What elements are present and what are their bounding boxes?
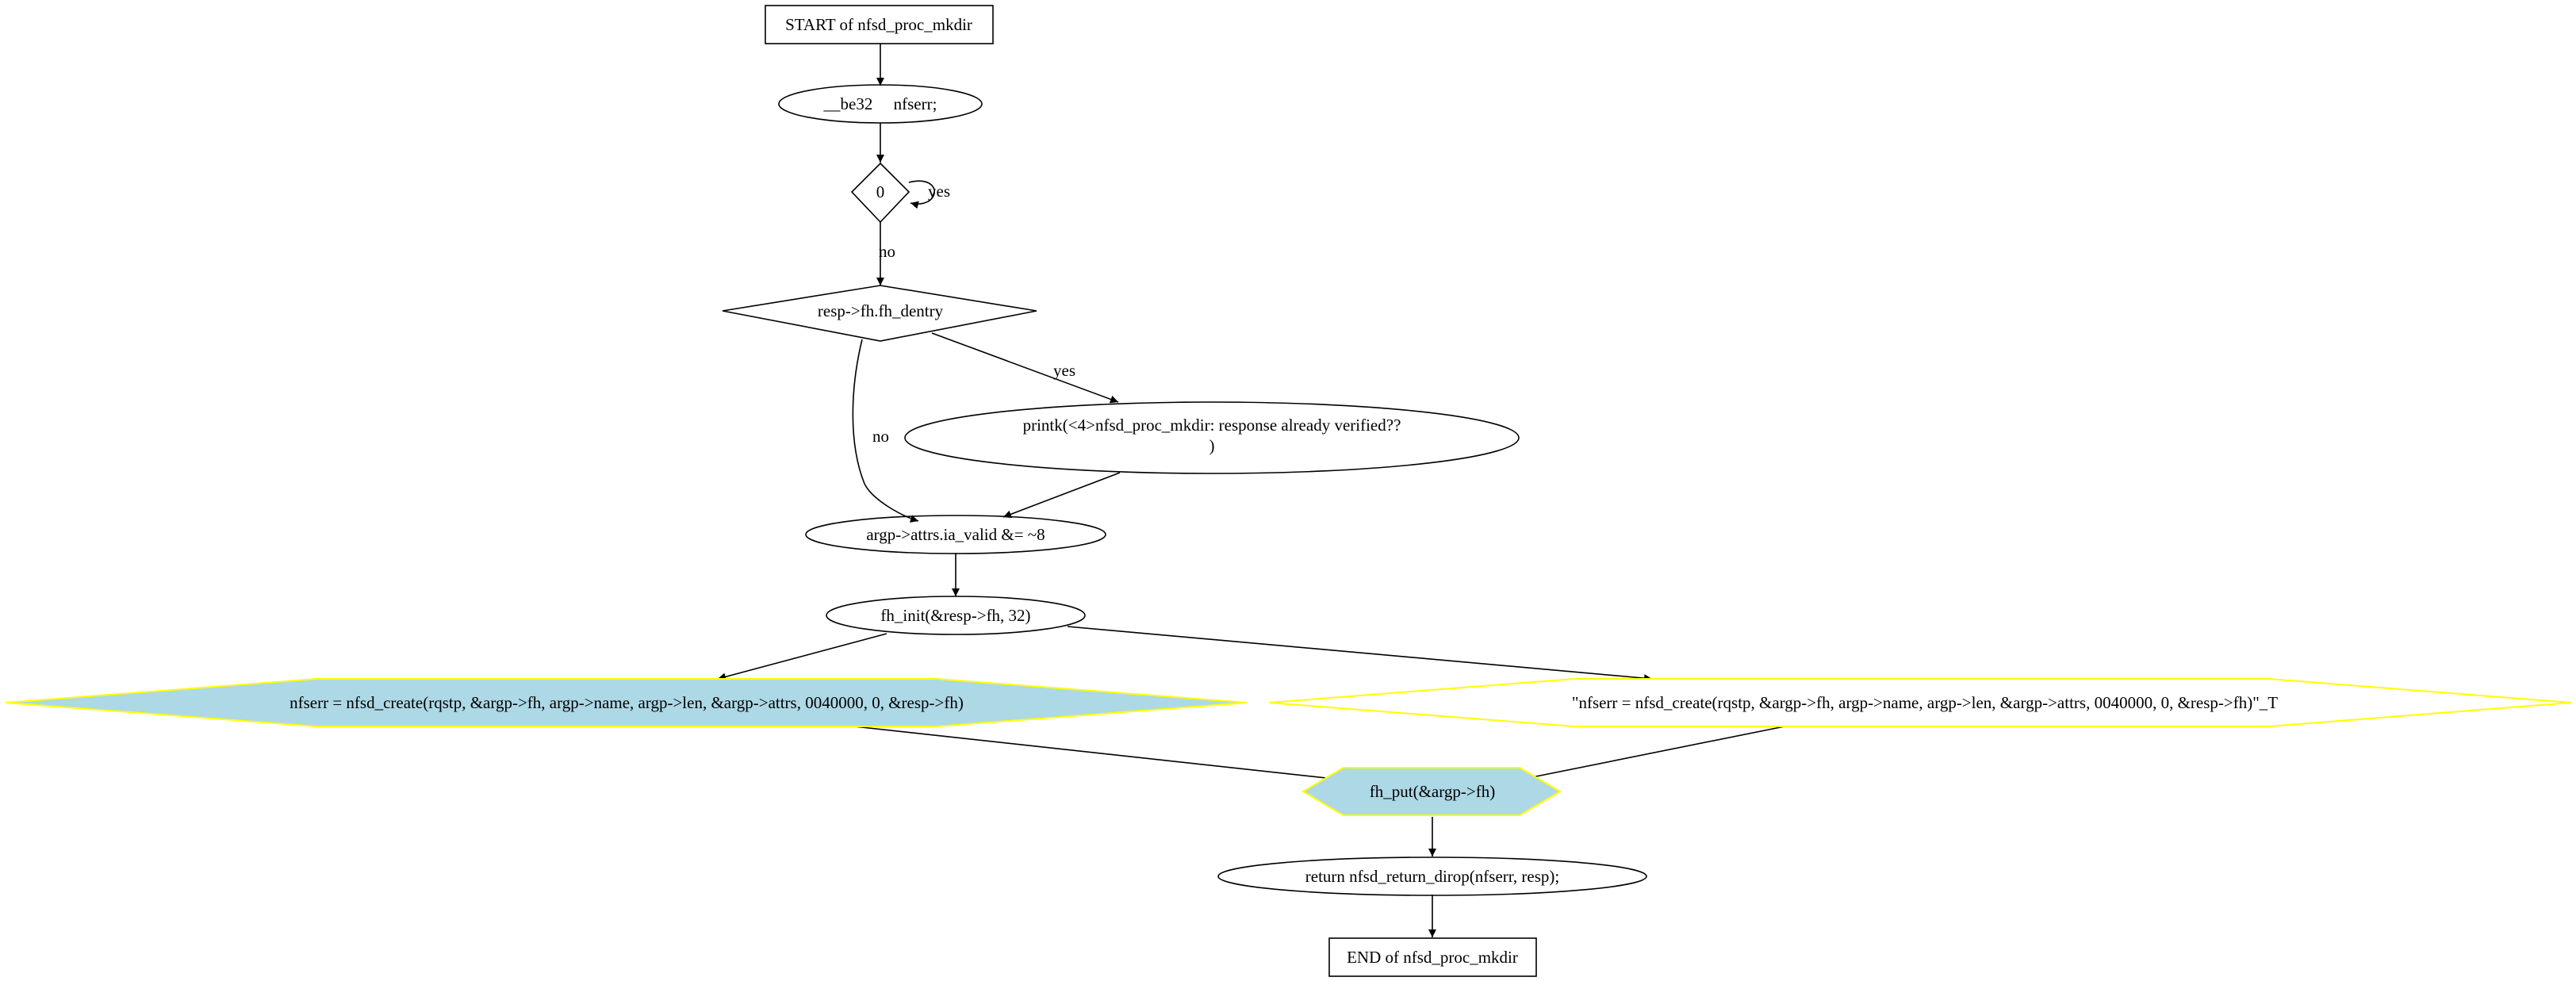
node-end-label: END of nfsd_proc_mkdir [1347,948,1518,967]
node-decl: __be32 nfserr; [778,84,983,124]
node-return-label: return nfsd_return_dirop(nfserr, resp); [1305,867,1559,886]
node-create-shape [5,678,1248,727]
edge-labels: yes no yes no [872,182,1075,446]
node-fh-put-shape [1301,767,1562,816]
node-cond-zero: 0 [850,162,910,224]
node-create-str: "nfserr = nfsd_create(rqstp, &argp->fh, … [1268,678,2572,727]
edge-fh-init-to-create [717,633,887,681]
node-create-str-shape [1268,678,2572,727]
node-decl-label: __be32 nfserr; [823,94,937,113]
edges [717,44,1789,937]
node-cond-dentry-label: resp->fh.fh_dentry [818,301,944,320]
edge-cond-dentry-to-printk [931,332,1119,404]
node-fh-put-label: fh_put(&argp->fh) [1370,782,1495,801]
node-return: return nfsd_return_dirop(nfserr, resp); [1217,856,1647,896]
edge-label-dentry-no: no [872,427,889,446]
node-cond-zero-label: 0 [876,182,885,201]
edge-label-zero-yes: yes [928,182,950,201]
node-attrs-label: argp->attrs.ia_valid &= ~8 [866,525,1045,544]
edge-create-str-to-fh-put [1516,725,1789,783]
node-fh-init: fh_init(&resp->fh, 32) [826,596,1086,635]
node-printk: printk(<4>nfsd_proc_mkdir: response alre… [904,401,1520,474]
node-fh-init-label: fh_init(&resp->fh, 32) [880,606,1030,625]
node-create: nfserr = nfsd_create(rqstp, &argp->fh, a… [5,678,1248,727]
node-printk-label-line2: ) [1209,436,1215,455]
node-start-label: START of nfsd_proc_mkdir [785,15,972,34]
node-printk-label-line1: printk(<4>nfsd_proc_mkdir: response alre… [1023,416,1401,435]
edge-create-to-fh-put [846,725,1349,784]
edge-cond-dentry-to-attrs [852,339,919,523]
node-create-label: nfserr = nfsd_create(rqstp, &argp->fh, a… [289,693,964,712]
node-start: START of nfsd_proc_mkdir [765,5,994,44]
edge-printk-to-attrs [1002,472,1121,519]
edge-fh-init-to-create-str [1067,626,1653,683]
edge-cond-zero-self-loop [908,180,935,209]
node-create-str-label: "nfserr = nfsd_create(rqstp, &argp->fh, … [1572,693,2278,712]
edge-label-dentry-yes: yes [1053,361,1075,380]
node-cond-dentry: resp->fh.fh_dentry [722,285,1037,342]
edge-label-zero-no: no [879,242,895,261]
node-fh-put: fh_put(&argp->fh) [1301,767,1562,816]
node-attrs: argp->attrs.ia_valid &= ~8 [805,515,1106,554]
nodes: START of nfsd_proc_mkdir __be32 nfserr; … [5,5,2572,977]
node-end: END of nfsd_proc_mkdir [1328,937,1537,977]
